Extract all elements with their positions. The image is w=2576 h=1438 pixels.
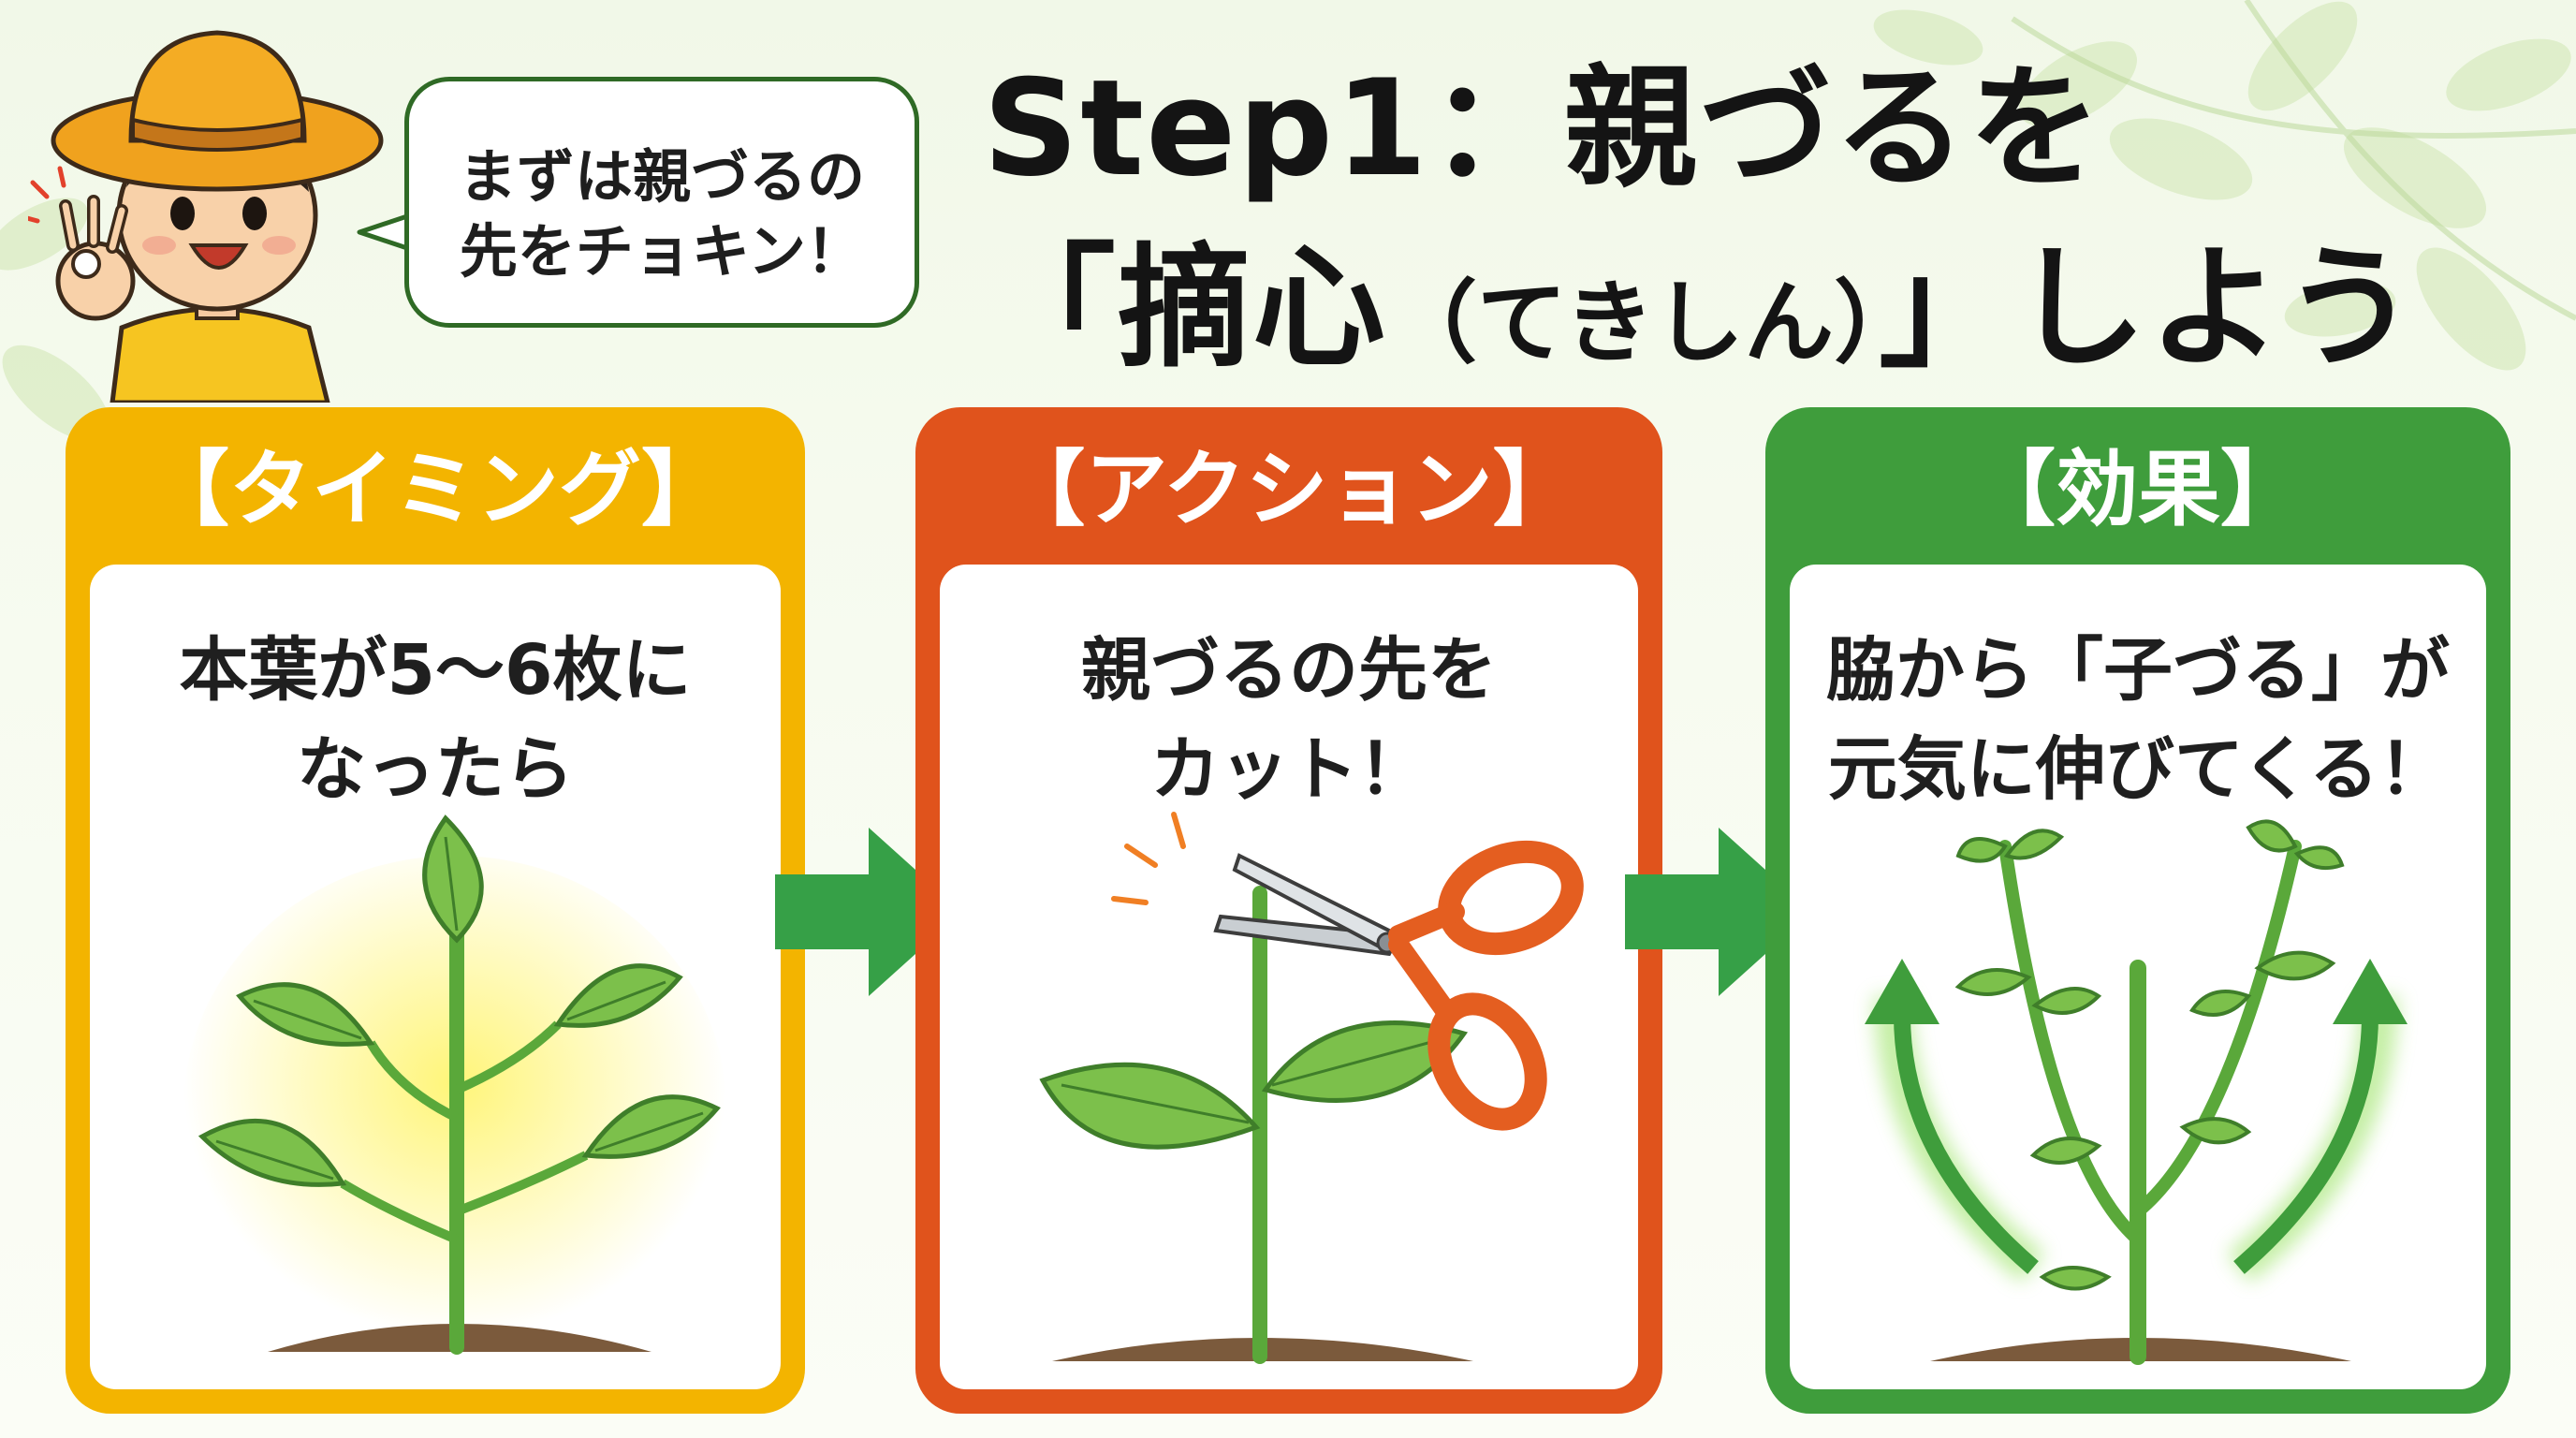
speech-line-2: 先をチョキン！ <box>459 217 865 286</box>
title-reading: （てきしん） <box>1387 271 1880 375</box>
step-card-text: 脇から「子づる」が 元気に伸びてくる！ <box>1790 621 2486 819</box>
step-card-text: 本葉が5〜6枚に なったら <box>90 621 781 819</box>
step-card-body: 脇から「子づる」が 元気に伸びてくる！ <box>1790 565 2486 1389</box>
step-text-line-1: 親づるの先を <box>1081 630 1497 711</box>
step-card-body: 本葉が5〜6枚に なったら <box>90 565 781 1389</box>
title-open-bracket: 「 <box>983 231 1118 386</box>
step-text-line-1: 脇から「子づる」が <box>1826 630 2450 711</box>
step-card-effect: 【効果】 脇から「子づる」が 元気に伸びてくる！ <box>1765 407 2510 1414</box>
page-title-line-2: 「摘心（てきしん）」しよう <box>983 234 2418 398</box>
step-card-action: 【アクション】 親づるの先を カット！ <box>915 407 1662 1414</box>
title-main-word: 摘心 <box>1118 231 1387 386</box>
young-plant-icon <box>183 814 726 1361</box>
step-text-line-2: 元気に伸びてくる！ <box>1827 729 2449 810</box>
title-close: 」しよう <box>1879 231 2419 386</box>
farmer-character <box>28 30 384 403</box>
scissors-icon <box>1039 812 1584 1364</box>
speech-line-1: まずは親づるの <box>458 142 865 211</box>
step-text-line-2: なったら <box>297 729 574 810</box>
step-text-line-1: 本葉が5〜6枚に <box>179 630 692 711</box>
step-text-line-2: カット！ <box>1150 729 1427 810</box>
step-card-header: 【タイミング】 <box>146 441 724 537</box>
step-card-body: 親づるの先を カット！ <box>940 565 1638 1389</box>
page-title-line-1: Step1：親づるを <box>983 51 2103 206</box>
step-card-timing: 【タイミング】 本葉が5〜6枚に なったら <box>66 407 805 1414</box>
step-card-header: 【効果】 <box>1972 441 2303 537</box>
step-card-text: 親づるの先を カット！ <box>940 621 1638 819</box>
speech-bubble-text: まずは親づるの 先をチョキン！ <box>409 139 915 289</box>
branching-plant-icon <box>1865 819 2408 1365</box>
step-card-header: 【アクション】 <box>1003 441 1575 537</box>
speech-bubble: まずは親づるの 先をチョキン！ <box>404 77 919 328</box>
